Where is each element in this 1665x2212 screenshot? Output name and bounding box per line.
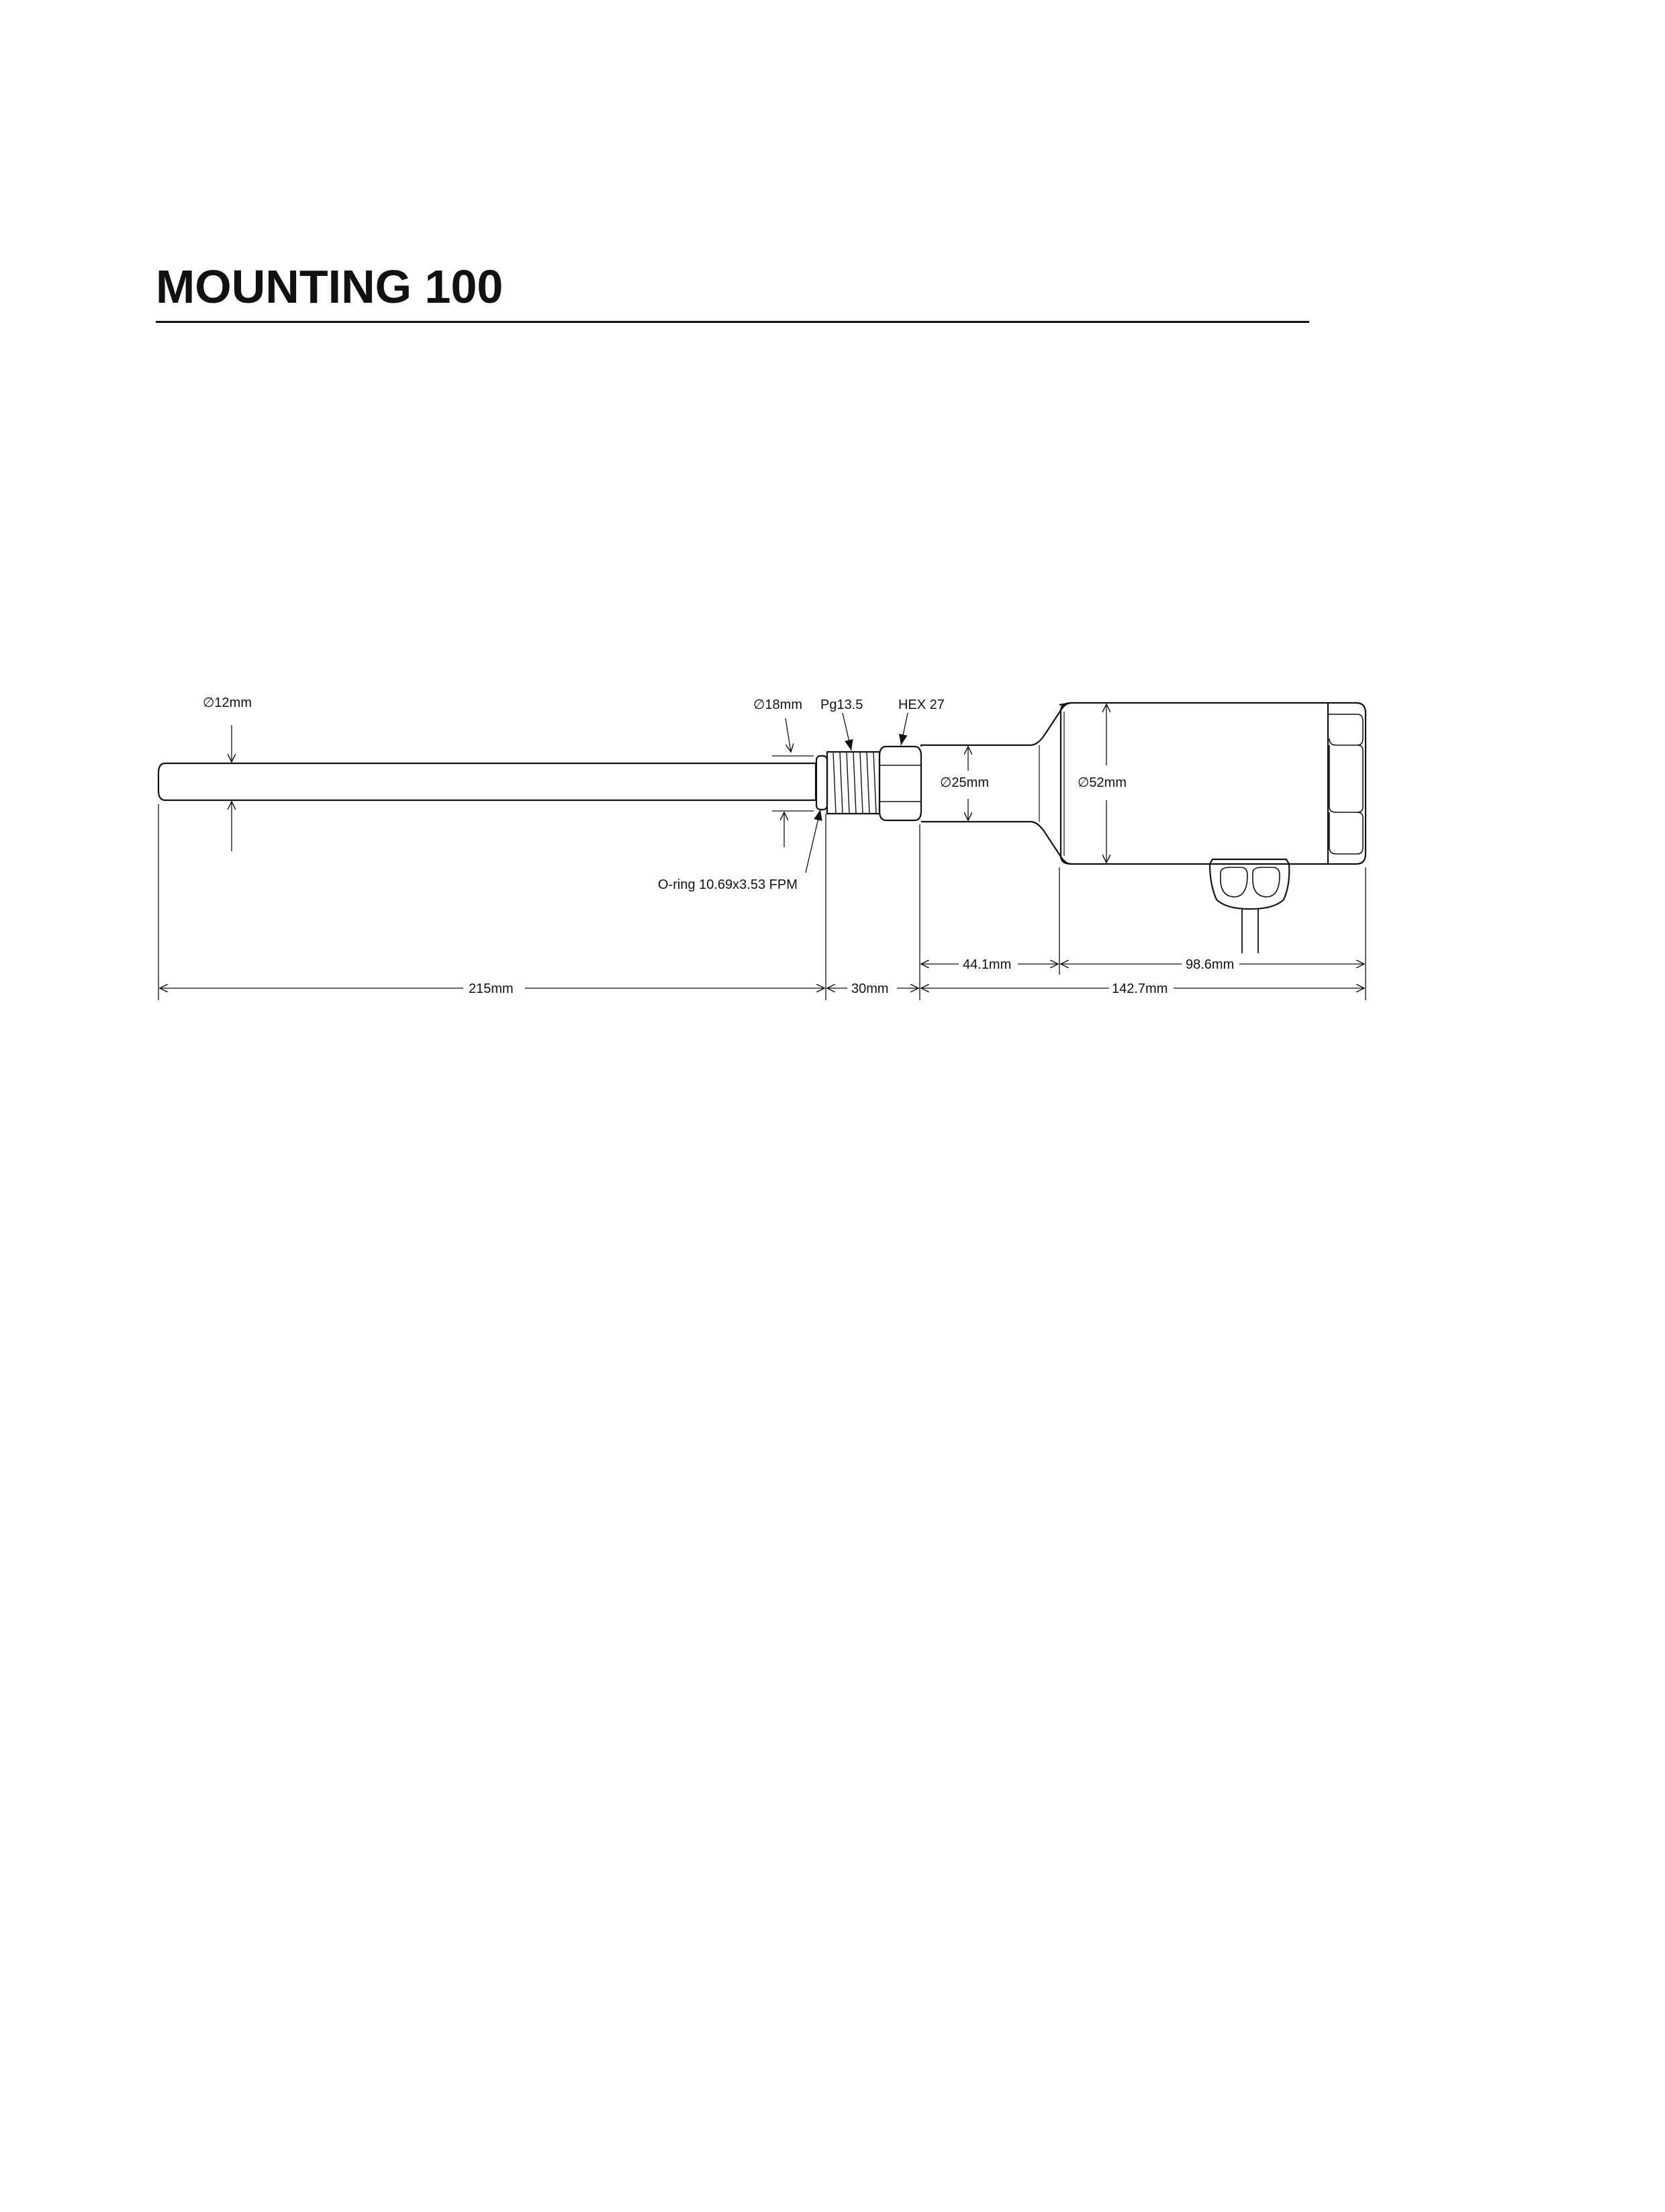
page-title: MOUNTING 100 — [156, 260, 504, 313]
diameter-25-label: ∅25mm — [940, 775, 989, 790]
dimension-98-6-label: 98.6mm — [1186, 957, 1234, 972]
end-cap — [1328, 702, 1367, 865]
diameter-18-label: ∅18mm — [753, 698, 802, 712]
hex-nut — [878, 745, 922, 822]
dimension-44-1-label: 44.1mm — [963, 957, 1011, 972]
o-ring-label: O-ring 10.69x3.53 FPM — [658, 877, 798, 892]
diameter-12-label: ∅12mm — [203, 695, 252, 710]
pg-thread-label: Pg13.5 — [820, 698, 863, 712]
dimension-30-label: 30mm — [851, 981, 889, 996]
housing — [1059, 702, 1329, 865]
dimension-215-label: 215mm — [469, 981, 514, 996]
cable-gland — [1208, 858, 1290, 910]
title-underline — [156, 321, 1309, 323]
diameter-52-label: ∅52mm — [1078, 775, 1127, 790]
probe-rod — [157, 762, 816, 802]
hex-label: HEX 27 — [898, 698, 945, 712]
dimension-142-7-label: 142.7mm — [1112, 981, 1168, 996]
o-ring-collar — [815, 755, 828, 811]
